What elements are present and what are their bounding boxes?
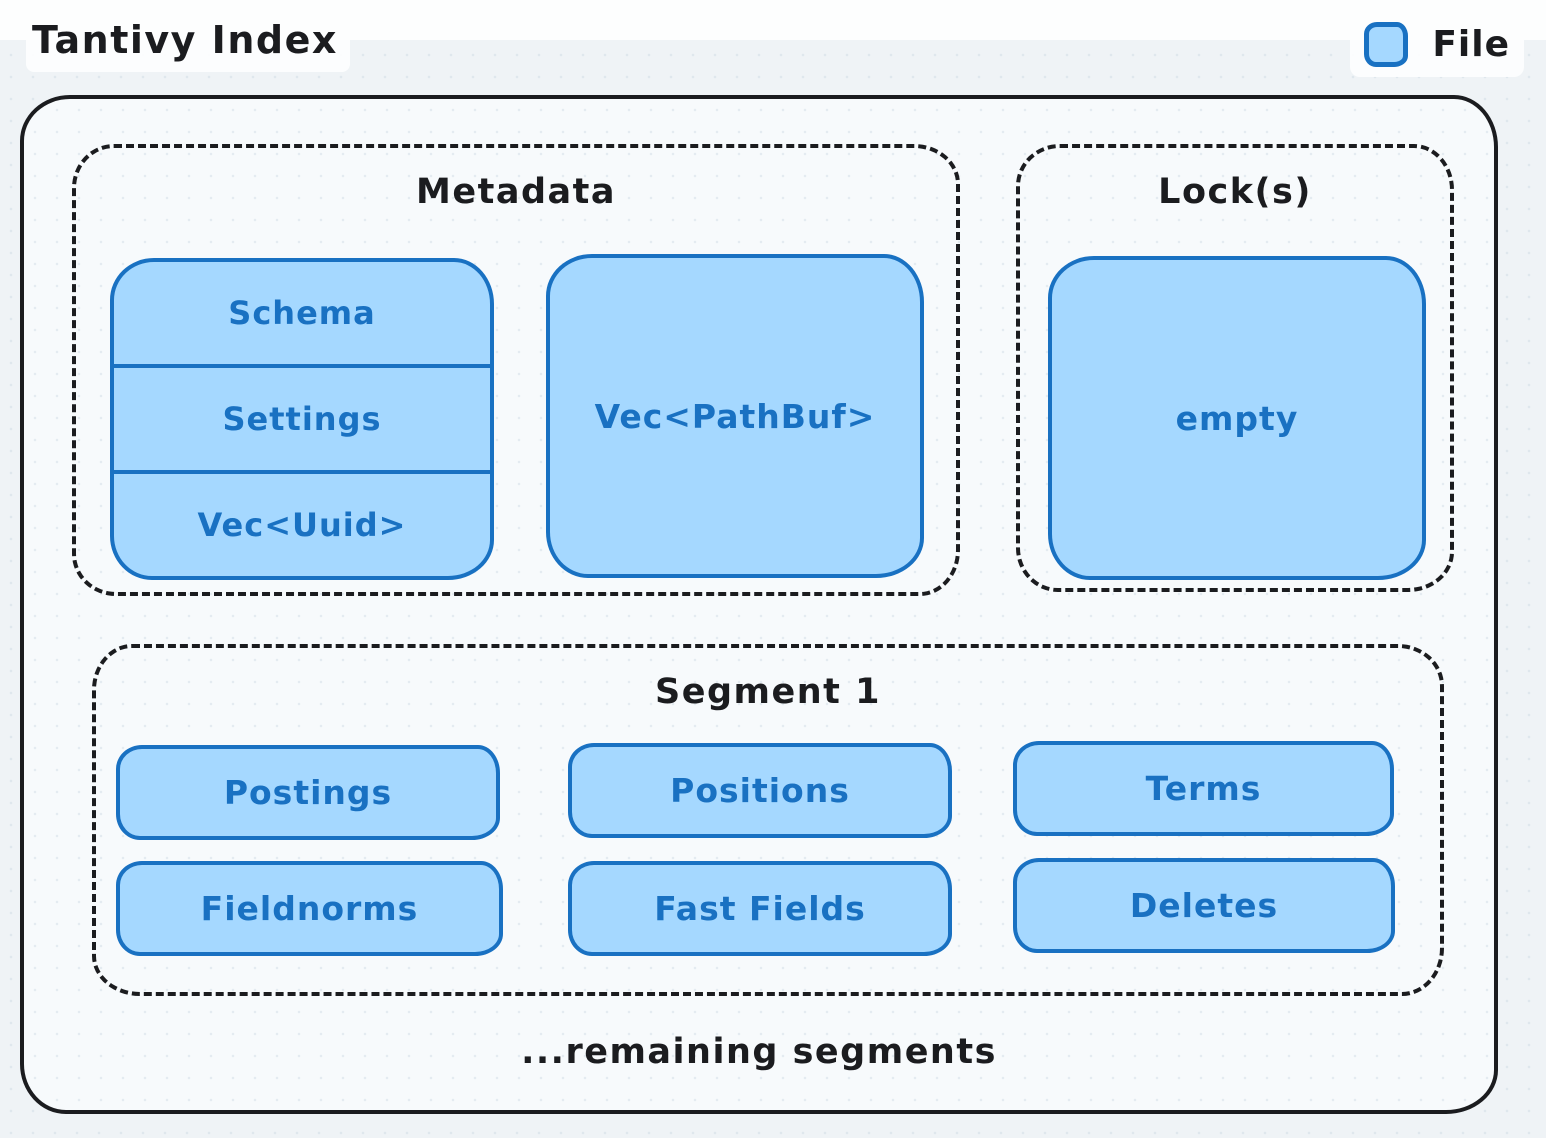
file-meta-stack: Schema Settings Vec<Uuid> bbox=[110, 258, 494, 580]
remaining-segments-note: ...remaining segments bbox=[521, 1032, 997, 1072]
segment-label: Segment 1 bbox=[655, 672, 881, 712]
file-lock-empty: empty bbox=[1048, 256, 1426, 580]
file-fieldnorms: Fieldnorms bbox=[116, 861, 503, 956]
file-terms: Terms bbox=[1013, 741, 1394, 836]
file-schema: Schema bbox=[228, 294, 376, 332]
segment-group: Segment 1 Postings Positions Terms Field… bbox=[92, 644, 1444, 996]
file-deletes: Deletes bbox=[1013, 858, 1395, 953]
file-fast-fields: Fast Fields bbox=[568, 861, 952, 956]
file-settings: Settings bbox=[114, 364, 490, 470]
file-vec-pathbuf: Vec<PathBuf> bbox=[546, 254, 924, 578]
metadata-label: Metadata bbox=[416, 172, 616, 212]
page-title: Tantivy Index bbox=[26, 14, 350, 72]
locks-group: Lock(s) empty bbox=[1016, 144, 1454, 592]
legend: File bbox=[1350, 14, 1524, 77]
tantivy-index-container: Metadata Schema Settings Vec<Uuid> Vec<P… bbox=[20, 95, 1498, 1114]
metadata-group: Metadata Schema Settings Vec<Uuid> Vec<P… bbox=[72, 144, 960, 596]
file-swatch-icon bbox=[1364, 22, 1409, 67]
legend-label: File bbox=[1432, 24, 1510, 65]
file-positions: Positions bbox=[568, 743, 952, 838]
file-postings: Postings bbox=[116, 745, 500, 840]
locks-label: Lock(s) bbox=[1158, 172, 1312, 212]
file-vec-uuid: Vec<Uuid> bbox=[114, 470, 490, 576]
